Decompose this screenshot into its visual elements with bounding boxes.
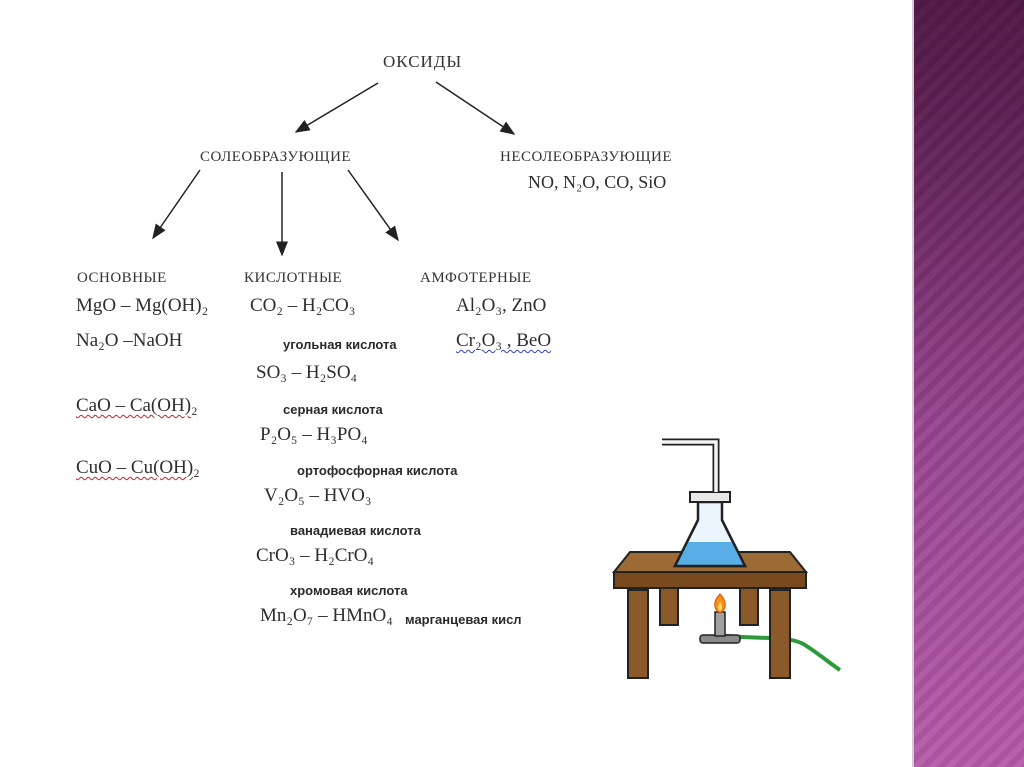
flask-stopper <box>689 491 731 503</box>
burner-tube <box>714 611 726 637</box>
basic-row: CuO – Cu(OH)₂ <box>76 457 200 478</box>
table-leg <box>769 589 791 679</box>
table-leg <box>659 584 679 626</box>
acid-name: марганцевая кисл <box>405 612 522 627</box>
arrow-root-to-salt-forming <box>294 82 379 133</box>
table-leg <box>627 589 649 679</box>
slide-canvas: ОКСИДЫ СОЛЕОБРАЗУЮЩИЕ НЕСОЛЕОБРАЗУЮЩИЕ N… <box>76 52 842 679</box>
lab-illustration <box>611 438 842 679</box>
acid-name: угольная кислота <box>283 337 397 352</box>
table-leg <box>739 584 759 626</box>
acid-name: ортофосфорная кислота <box>297 463 458 478</box>
amphoteric-title: АМФОТЕРНЫЕ <box>420 270 532 286</box>
acid-name: хромовая кислота <box>290 583 408 598</box>
table-front <box>613 571 807 589</box>
acidic-formula: SO₃ – H₂SO₄ <box>256 362 358 383</box>
basic-row: MgO – Mg(OH)₂ <box>76 295 209 316</box>
arrow-root-to-non-salt-forming <box>435 81 516 135</box>
amphoteric-row: Al₂O₃, ZnO <box>456 295 547 316</box>
arrow-salt-to-amphoteric <box>347 169 399 242</box>
acid-name: серная кислота <box>283 402 383 417</box>
acidic-formula: Mn₂O₇ – HMnO₄ <box>260 605 393 626</box>
basic-row: CaO – Ca(OH)₂ <box>76 395 198 416</box>
salt-forming-label: СОЛЕОБРАЗУЮЩИЕ <box>200 149 352 165</box>
acidic-formula: P₂O₅ – H₃PO₄ <box>260 424 368 445</box>
amphoteric-row: Cr₂O₃ , BeO <box>456 330 552 351</box>
basic-row: Na₂O –NaOH <box>76 330 183 351</box>
arrow-salt-to-basic <box>152 169 201 240</box>
acidic-formula: CO₂ – H₂CO₃ <box>250 295 356 316</box>
glass-tube <box>662 438 720 492</box>
acidic-title: КИСЛОТНЫЕ <box>244 270 343 286</box>
acidic-formula: CrO₃ – H₂CrO₄ <box>256 545 375 566</box>
diagram-arrows <box>152 81 516 257</box>
non-salt-forming-label: НЕСОЛЕОБРАЗУЮЩИЕ <box>500 149 673 165</box>
gas-hose <box>717 633 842 672</box>
non-salt-forming-examples: NO, N₂O, CO, SiO <box>528 172 667 192</box>
acidic-formula: V₂O₅ – HVO₃ <box>264 485 372 506</box>
acid-name: ванадиевая кислота <box>290 523 421 538</box>
basic-title: ОСНОВНЫЕ <box>77 270 167 286</box>
root-title: ОКСИДЫ <box>383 52 463 71</box>
flask-liquid <box>675 542 745 566</box>
decorative-side-band <box>914 0 1024 767</box>
